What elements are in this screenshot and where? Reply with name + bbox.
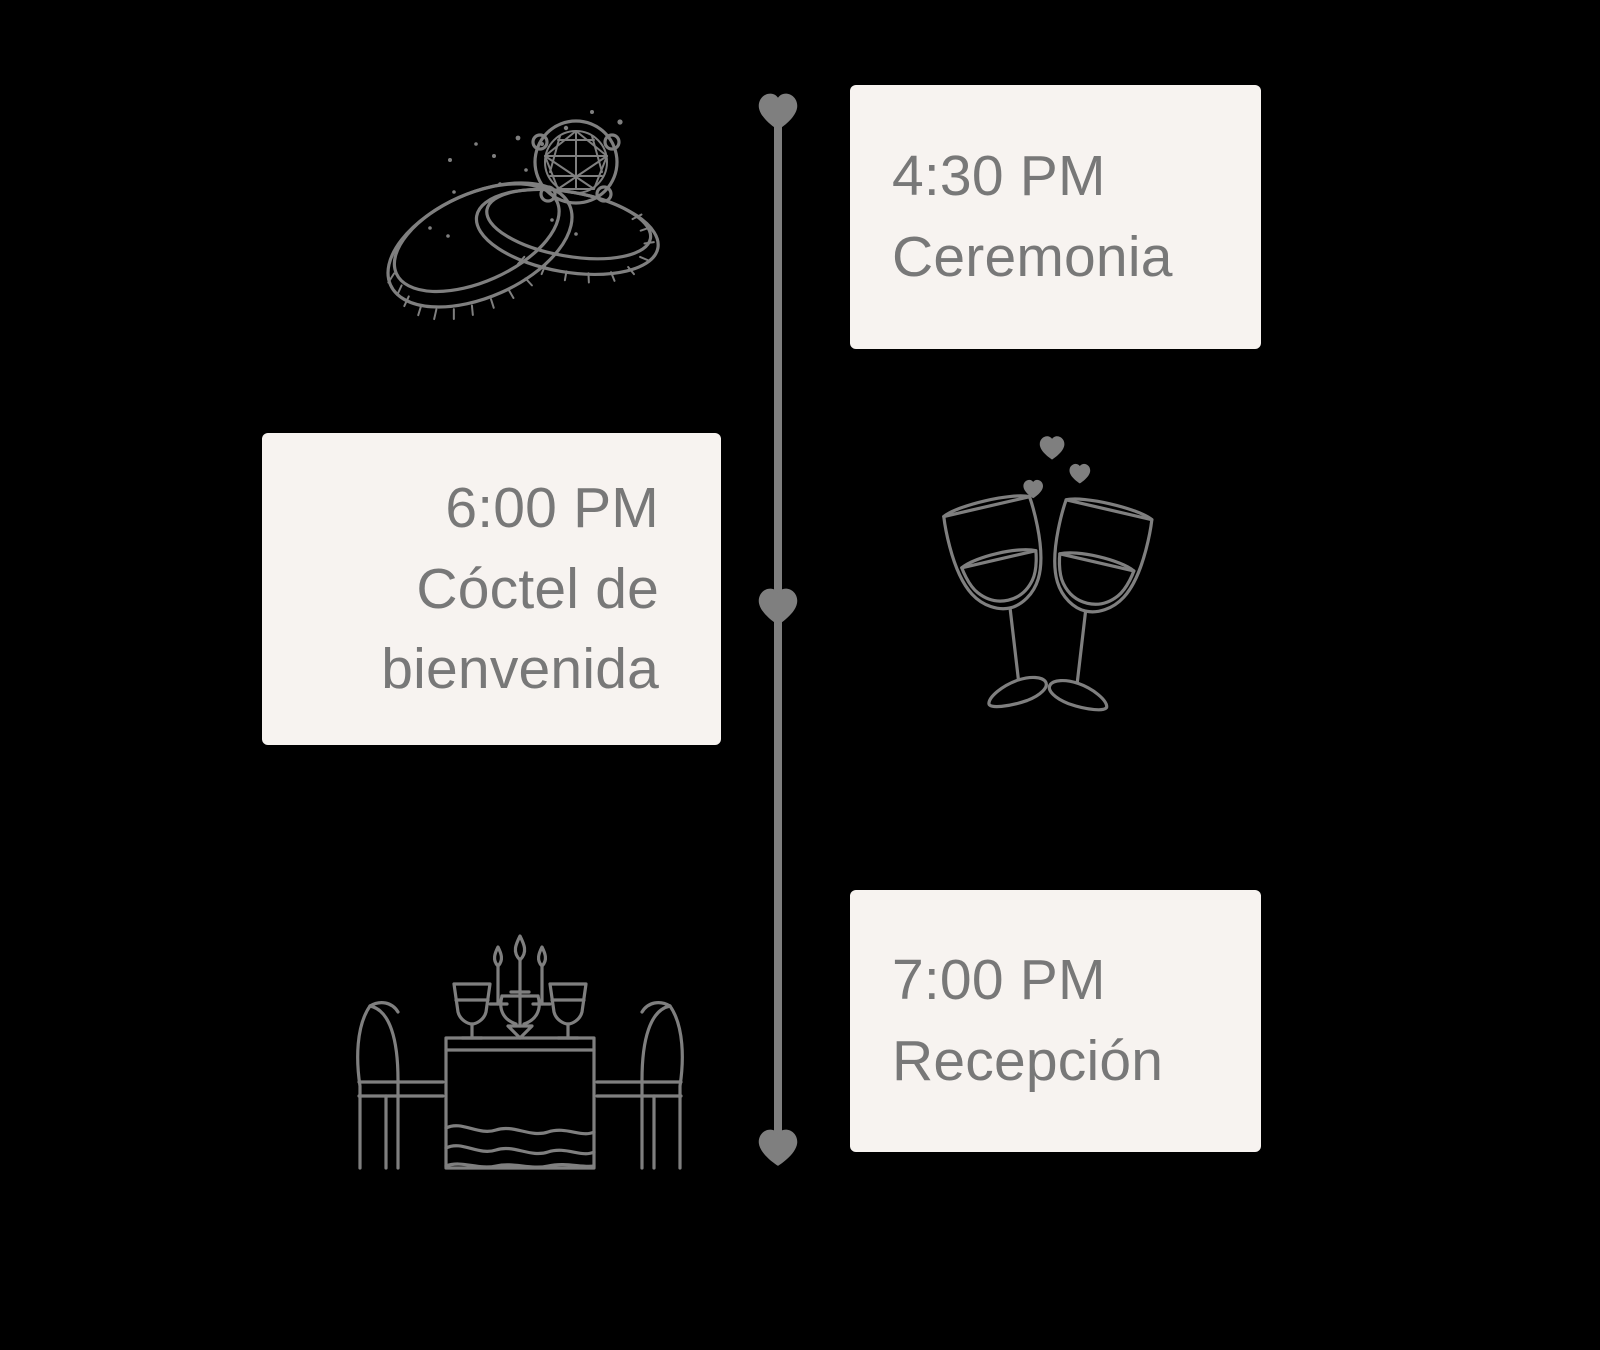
- dinner-table-icon: [350, 900, 690, 1170]
- timeline-spine: [774, 110, 782, 1155]
- timeline-card-ceremonia[interactable]: 4:30 PM Ceremonia: [850, 85, 1261, 349]
- wedding-rings-icon: [330, 100, 700, 350]
- event-time: 7:00 PM: [892, 948, 1106, 1013]
- heart-icon: [756, 1126, 800, 1170]
- event-label: Ceremonia: [892, 225, 1173, 289]
- timeline-card-coctel[interactable]: 6:00 PM Cóctel de bienvenida: [262, 433, 721, 745]
- heart-icon: [756, 90, 800, 134]
- event-label: Cóctel de bienvenida: [381, 556, 659, 702]
- timeline-card-recepcion[interactable]: 7:00 PM Recepción: [850, 890, 1261, 1152]
- event-time: 6:00 PM: [445, 475, 659, 540]
- event-time: 4:30 PM: [892, 144, 1106, 209]
- event-label: Recepción: [892, 1029, 1164, 1093]
- heart-icon: [756, 585, 800, 629]
- champagne-toast-icon: [900, 420, 1180, 720]
